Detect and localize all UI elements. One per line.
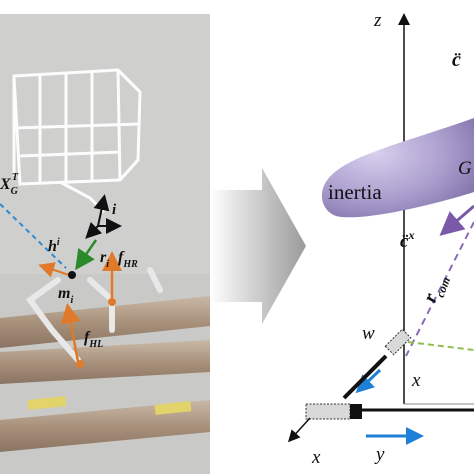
- c-ddot-top-label: c̈: [452, 49, 461, 71]
- transition-arrow: [210, 168, 306, 324]
- contact-point-hl: [76, 360, 84, 368]
- label-f-hr: fHR: [118, 249, 138, 270]
- label-i: i: [112, 202, 117, 218]
- force-arrow-hl: [60, 303, 81, 363]
- base-frame: x y: [287, 354, 474, 468]
- label-f-hl: fHL: [84, 329, 103, 350]
- r-vector-arrow: [75, 239, 98, 271]
- h-vector-arrow: [38, 262, 73, 278]
- x-arrow-label: x: [411, 370, 421, 391]
- frame-link: [342, 354, 388, 400]
- w-frame: w x: [355, 323, 421, 394]
- label-h: hi: [48, 237, 60, 255]
- label-xg: XGT: [0, 172, 19, 197]
- right-model-panel: z inertia G c̈ c̈x rcom w x x y: [287, 10, 474, 468]
- inertia-label: inertia: [328, 180, 382, 204]
- left-photo-panel: XGT hi i ri mi fHR fHL: [0, 14, 210, 474]
- z-axis-label: z: [373, 10, 382, 31]
- w-x-blue-arrow: [355, 368, 382, 394]
- g-label-partial: G: [458, 158, 472, 179]
- yellow-marker: [27, 396, 67, 410]
- r-com-vector: [405, 221, 474, 357]
- r-com-label: rcom: [419, 271, 453, 307]
- x-axis-label: x: [311, 447, 321, 468]
- base-connector: [350, 404, 362, 419]
- base-box: [305, 403, 351, 420]
- contact-point-hr: [108, 298, 116, 306]
- robot-frame: [12, 68, 142, 214]
- acceleration-x-arrow: [439, 204, 474, 236]
- center-line: [0, 203, 67, 269]
- yellow-marker: [154, 401, 192, 415]
- w-frame-box: [384, 328, 412, 356]
- mass-point: [68, 271, 76, 279]
- y-axis-label: y: [374, 444, 385, 465]
- w-label: w: [362, 323, 375, 344]
- green-dashed-line: [407, 341, 474, 351]
- inertia-ellipsoid: [322, 118, 474, 218]
- frame-i-axis: [93, 194, 110, 227]
- photo-wall: [0, 14, 210, 274]
- log-middle: [0, 340, 210, 384]
- x-axis-line: [287, 417, 311, 443]
- label-r: ri: [100, 249, 109, 270]
- label-m: mi: [58, 285, 73, 306]
- frame-i-axis-y: [85, 221, 103, 239]
- c-ddot-x-label: c̈x: [400, 228, 414, 252]
